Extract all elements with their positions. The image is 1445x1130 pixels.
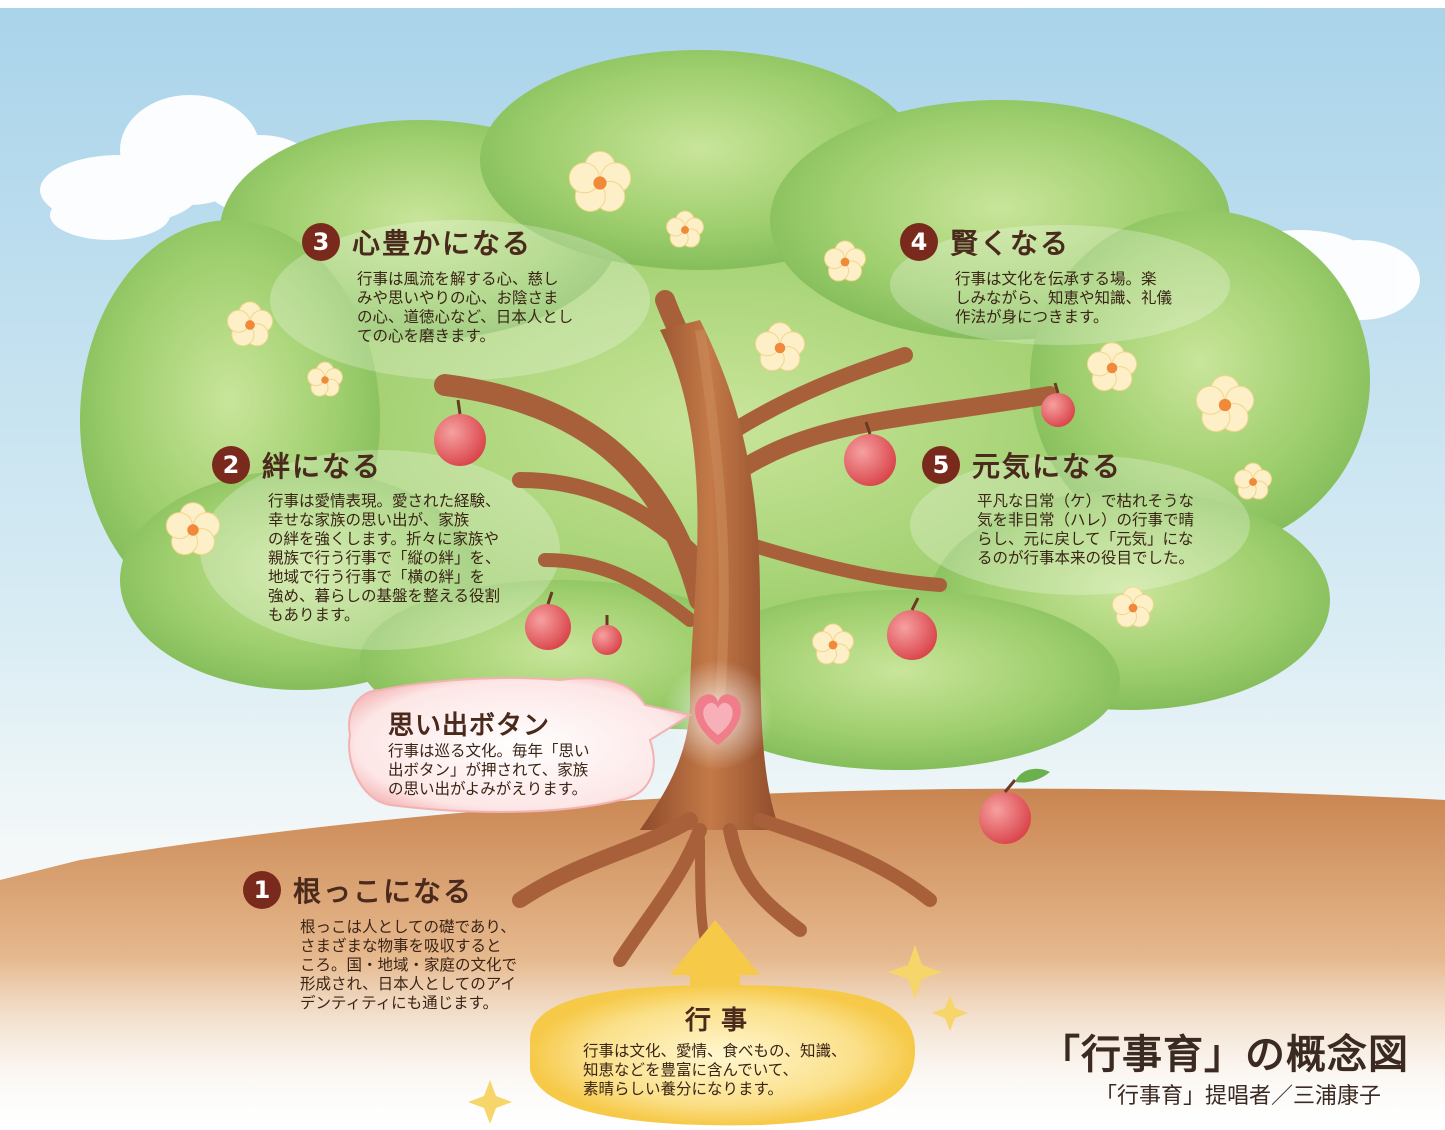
flower-icon bbox=[1195, 375, 1255, 432]
flower-icon bbox=[307, 361, 343, 397]
section-2-number: 2 bbox=[212, 446, 250, 484]
memory-button-title: 思い出ボタン bbox=[388, 711, 551, 741]
section-4-title: 賢くなる bbox=[950, 227, 1071, 260]
section-5-body: 平凡な日常（ケ）で枯れそうな 気を非日常（ハレ）の行事で晴 らし、元に戻して「元… bbox=[977, 492, 1195, 567]
page-title: 「行事育」の概念図 bbox=[1040, 1032, 1409, 1078]
section-3-number: 3 bbox=[302, 223, 340, 261]
section-4-body: 行事は文化を伝承する場。楽 しみながら、知恵や知識、礼儀 作法が身につきます。 bbox=[955, 270, 1173, 326]
section-1-title: 根っこになる bbox=[293, 875, 474, 908]
section-2-header: 2 絆になる bbox=[212, 445, 382, 485]
flower-icon bbox=[226, 301, 274, 347]
author-credit: 「行事育」提唱者／三浦康子 bbox=[1095, 1084, 1382, 1109]
section-1-body: 根っこは人としての礎であり、 さまざまな物事を吸収すると ころ。国・地域・家庭の… bbox=[300, 918, 518, 1012]
flower-icon bbox=[1112, 586, 1154, 628]
flower-icon bbox=[754, 322, 806, 372]
section-2-body: 行事は愛情表現。愛された経験、 幸せな家族の思い出が、家族 の絆を強くします。折… bbox=[268, 492, 501, 624]
section-2-title: 絆になる bbox=[262, 450, 383, 483]
section-1-number: 1 bbox=[243, 871, 281, 909]
flower-icon bbox=[568, 151, 632, 212]
section-3-body: 行事は風流を解する心、慈し みや思いやりの心、お陰さま の心、道徳心など、日本人… bbox=[357, 270, 574, 345]
flower-icon bbox=[1234, 462, 1272, 500]
section-3-title: 心豊かになる bbox=[352, 227, 533, 260]
section-5-number: 5 bbox=[922, 446, 960, 484]
flower-icon bbox=[666, 210, 704, 248]
flower-icon bbox=[1086, 342, 1138, 392]
flower-icon bbox=[812, 623, 854, 665]
section-4-number: 4 bbox=[900, 223, 938, 261]
section-1-header: 1 根っこになる bbox=[243, 870, 473, 910]
flower-icon bbox=[824, 240, 866, 282]
memory-button-body: 行事は巡る文化。毎年「思い 出ボタン」が押されて、家族 の思い出がよみがえります… bbox=[388, 742, 590, 798]
gyoji-title: 行事 bbox=[685, 1006, 758, 1036]
gyoji-body: 行事は文化、愛情、食べもの、知識、 知恵などを豊富に含んでいて、 素晴らしい養分… bbox=[583, 1042, 847, 1098]
section-4-header: 4 賢くなる bbox=[900, 222, 1070, 262]
section-3-header: 3 心豊かになる bbox=[302, 222, 532, 262]
section-5-header: 5 元気になる bbox=[922, 445, 1122, 485]
flower-icon bbox=[165, 502, 221, 556]
section-5-title: 元気になる bbox=[972, 450, 1123, 483]
